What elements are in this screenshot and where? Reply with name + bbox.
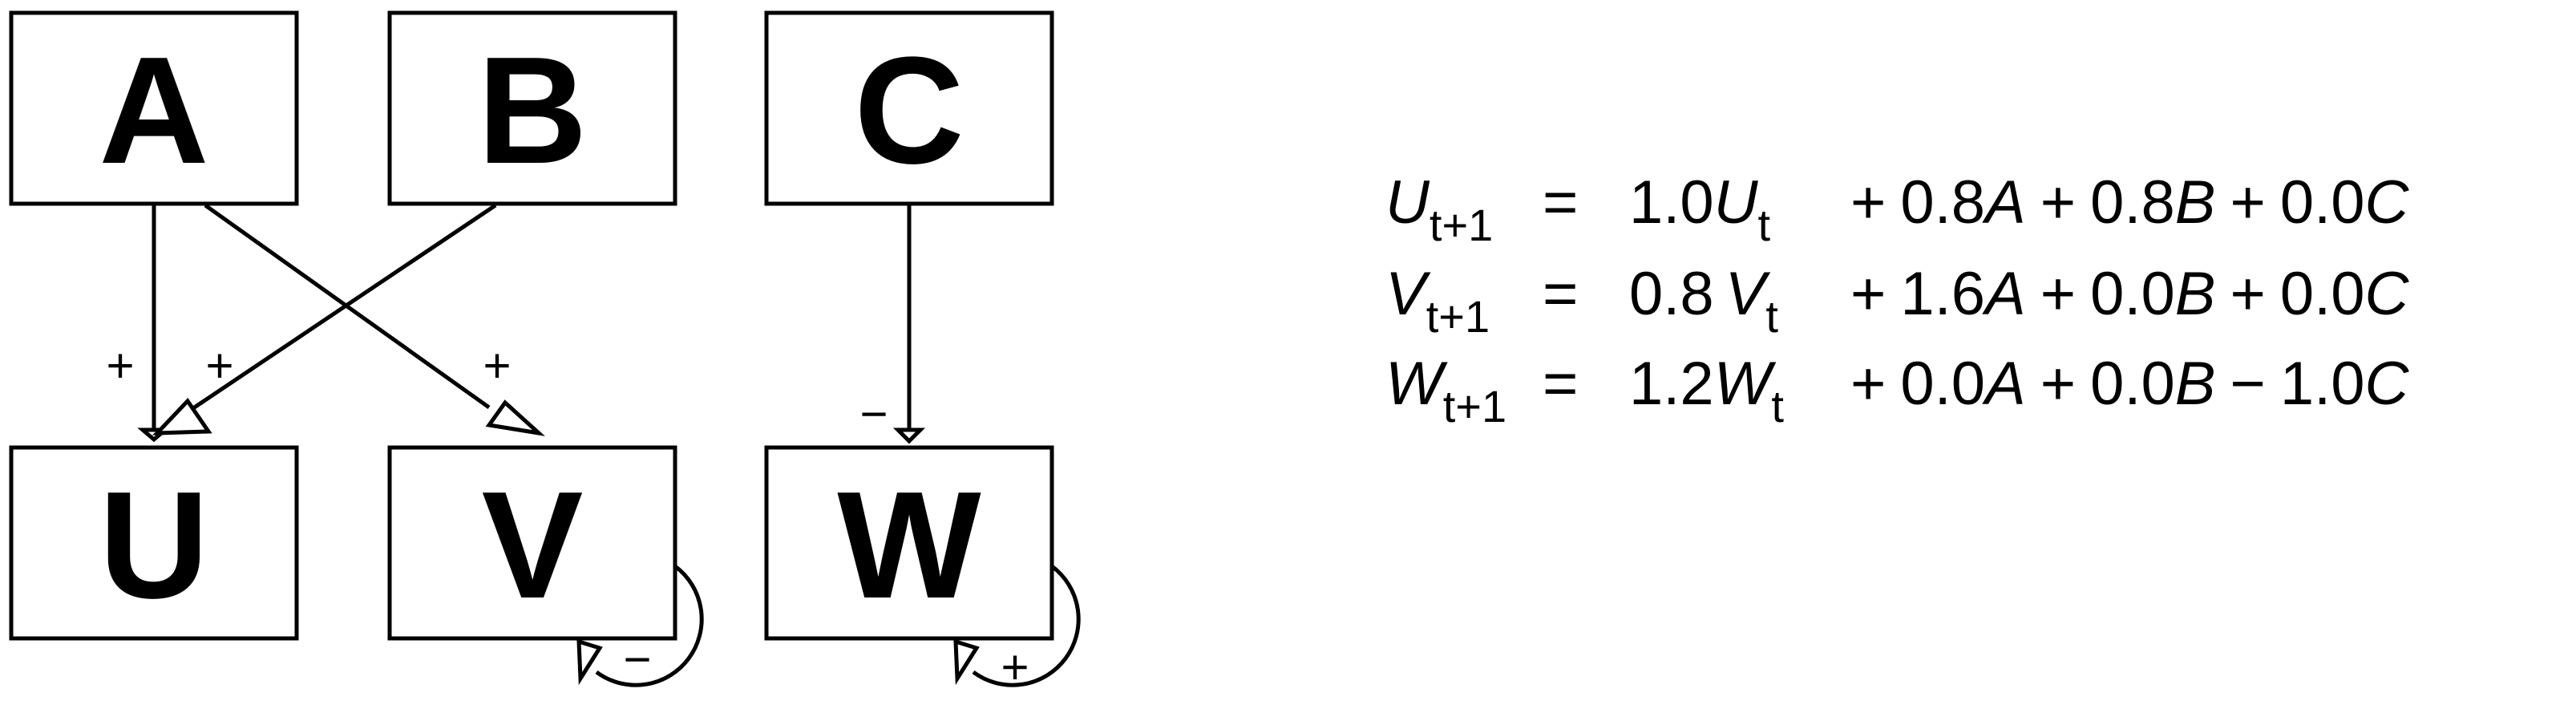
equation-u: Ut+1=1.0Ut+0.8A+0.8B+0.0C [1385,168,2410,250]
edge-sign: + [483,339,511,393]
node-b: B [387,10,677,206]
node-w: W [764,445,1054,641]
node-v: V [387,445,677,641]
node-c-label: C [854,26,964,196]
node-v-label: V [482,460,584,630]
node-a-label: A [99,26,208,196]
edge-sign: − [859,387,888,441]
node-a: A [9,10,299,206]
edge-b-to-u: + [152,203,497,435]
edge-a-to-v: + [204,203,545,436]
node-u-label: U [99,460,208,630]
edge-sign: + [205,339,233,393]
edge-w-self-loop: + [953,564,1081,695]
arrowhead [953,638,980,686]
arrowhead [485,399,545,436]
node-c: C [764,10,1054,206]
edge-a-to-u: + [106,205,171,443]
arrowhead [892,427,926,444]
arrowhead [576,638,603,686]
edge-sign: + [106,339,134,393]
edge-c-to-w: − [859,205,926,444]
node-u: U [9,445,299,641]
node-b-label: B [477,26,587,196]
edge-v-self-loop: − [576,564,704,687]
node-w-label: W [837,460,981,630]
edge-sign: + [1001,641,1029,695]
edge-sign: − [623,633,651,687]
equation-w: Wt+1=1.2Wt+0.0A+0.0B−1.0C [1385,350,2410,431]
arrowhead [152,398,212,435]
